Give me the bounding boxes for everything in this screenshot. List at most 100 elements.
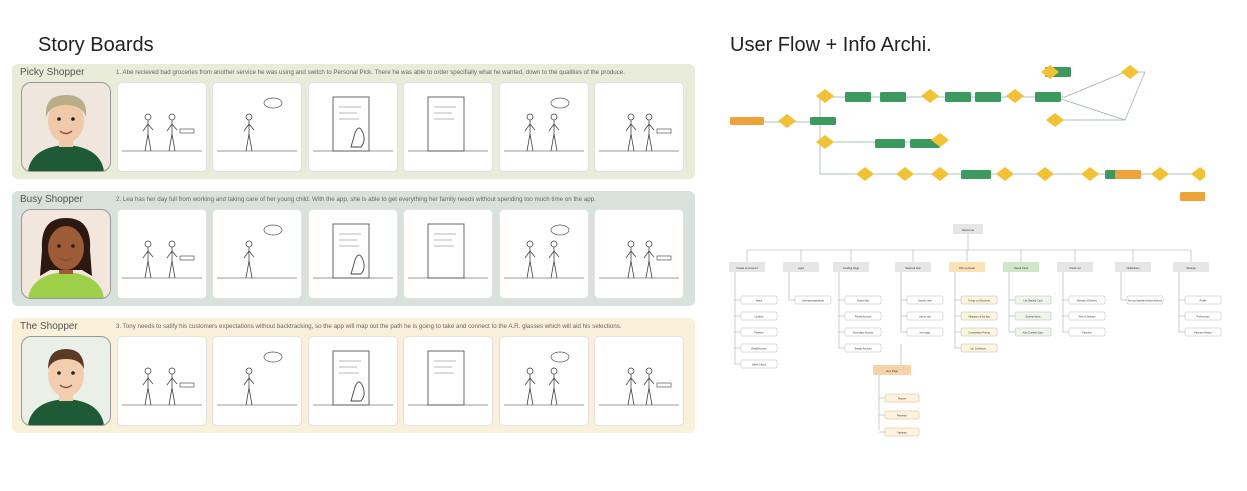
sitemap-page-label: Method of Delivery	[1077, 300, 1098, 303]
sitemap-section	[949, 262, 985, 272]
sitemap-page	[1126, 295, 1164, 305]
sitemap-section	[1173, 262, 1209, 272]
flow-decision-node	[778, 114, 796, 128]
sitemap-section	[1057, 262, 1093, 272]
sitemap-section	[783, 262, 819, 272]
sitemap-page-label: Add to cart	[919, 316, 931, 319]
user-flow-diagram	[730, 65, 1205, 201]
sitemap-section-label: Settings	[1186, 266, 1196, 270]
flow-step-node	[1115, 170, 1141, 179]
persona-name: Busy Shopper	[20, 194, 83, 205]
sitemap-page-label: Shoppers of the day	[968, 316, 990, 319]
flow-step-node	[975, 92, 1001, 102]
sitemap-page	[960, 327, 998, 337]
sitemap-page	[1068, 295, 1106, 305]
sitemap-page-label: Priority Account	[855, 316, 872, 319]
flow-step-node	[845, 92, 871, 102]
sitemap-section-label: Login	[798, 266, 805, 270]
flow-decision-node	[816, 89, 834, 103]
persona-name: Picky Shopper	[20, 67, 85, 78]
sitemap-page-label: etc. Confusion...	[970, 348, 988, 351]
persona-avatar	[21, 336, 111, 426]
sitemap-page	[960, 295, 998, 305]
sitemap-subpage-item-label: Variants	[897, 431, 907, 435]
sitemap-page-label: Name	[756, 300, 763, 303]
sitemap-page	[844, 327, 882, 337]
sitemap-subpage-item	[884, 427, 920, 437]
sitemap-page-label: Username/password	[802, 300, 825, 303]
sitemap-page	[906, 327, 944, 337]
flow-decision-node	[856, 167, 874, 181]
sitemap-section	[1003, 262, 1039, 272]
storyboard-panel	[212, 209, 302, 299]
sitemap-page-label: Auto-Curated Carts	[1023, 332, 1044, 335]
sitemap-section-label: Notification	[1127, 266, 1140, 270]
storyboards-title: Story Boards	[38, 34, 154, 56]
flow-step-node	[910, 139, 940, 148]
sitemap-page-label: Payment	[1082, 332, 1092, 335]
sitemap-section	[729, 262, 765, 272]
sitemap-section-label: Pick up Deals	[959, 266, 976, 270]
storyboard-panel	[499, 82, 589, 172]
storyboard-panel	[117, 209, 207, 299]
flow-decision-node	[1151, 167, 1169, 181]
sitemap-page	[1014, 311, 1052, 321]
flow-step-node	[945, 92, 971, 102]
scenario-description: 2. Lea has her day full from working and…	[116, 196, 596, 203]
flow-decision-node	[931, 167, 949, 181]
scenario-description: 1. Abe recieved bad groceries from anoth…	[116, 69, 625, 76]
storyboard-panel	[594, 336, 684, 426]
sitemap-subpage-label: Item Page	[886, 369, 898, 373]
sitemap-page-label: Name Check	[752, 364, 767, 367]
sitemap-page	[740, 311, 778, 321]
sitemap-page	[1014, 327, 1052, 337]
sitemap-subpage-item-label: Reviews	[897, 414, 908, 418]
sitemap-page-label: Specific Item	[918, 300, 932, 303]
flow-decision-node	[921, 89, 939, 103]
sitemap-section-label: Selected Item	[905, 266, 921, 270]
sitemap-subpage-item	[884, 393, 920, 403]
storyboard-panel	[212, 82, 302, 172]
sitemap-page-label: Time of Delivery	[1078, 316, 1096, 319]
sitemap-root	[953, 224, 983, 234]
flow-decision-node	[1046, 113, 1064, 127]
flow-decision-node	[1191, 167, 1205, 181]
sitemap-page-label: Tertiary Account	[854, 348, 871, 351]
sitemap-page	[740, 359, 778, 369]
sitemap-section	[833, 262, 869, 272]
storyboard-row: Picky Shopper 1. Abe recieved bad grocer…	[12, 64, 695, 179]
flow-decision-node	[996, 167, 1014, 181]
storyboard-panel	[212, 336, 302, 426]
flow-decision-node	[1036, 167, 1054, 181]
sitemap-page-label: Suviewt Items	[1026, 316, 1042, 319]
sitemap-section	[895, 262, 931, 272]
flow-decision-node	[1121, 65, 1139, 79]
flow-decision-node	[931, 133, 949, 147]
sitemap-page-label: List (Weekly Cart)	[1024, 300, 1043, 303]
sitemap-page-label: Comparative Pricing	[968, 332, 990, 335]
sitemap-page-label: Secondary Account	[853, 332, 874, 335]
persona-avatar	[21, 209, 111, 299]
sitemap-subpage-item-label: Picture	[898, 397, 907, 401]
flow-decision-node	[1041, 65, 1059, 79]
storyboard-panel	[403, 82, 493, 172]
scenario-description: 3. Tony needs to satify his customers ex…	[116, 323, 622, 330]
flow-step-node	[810, 117, 836, 125]
flow-decision-node	[1081, 167, 1099, 181]
sitemap-page-label: Are not Satisfied before delivery	[1128, 300, 1163, 303]
storyboard-panel	[308, 336, 398, 426]
sitemap-page	[794, 295, 832, 305]
sitemap-page	[740, 343, 778, 353]
sitemap-page-label: Search Bar	[857, 300, 869, 303]
sitemap-page	[740, 327, 778, 337]
storyboard-row: The Shopper 3. Tony needs to satify his …	[12, 318, 695, 433]
userflow-title: User Flow + Info Archi.	[730, 34, 932, 56]
storyboard-panel	[117, 336, 207, 426]
sitemap-section	[1115, 262, 1151, 272]
storyboard-panel	[594, 82, 684, 172]
sitemap-page	[1184, 311, 1222, 321]
persona-avatar	[21, 82, 111, 172]
sitemap-page	[960, 311, 998, 321]
flow-step-node	[1180, 192, 1205, 201]
